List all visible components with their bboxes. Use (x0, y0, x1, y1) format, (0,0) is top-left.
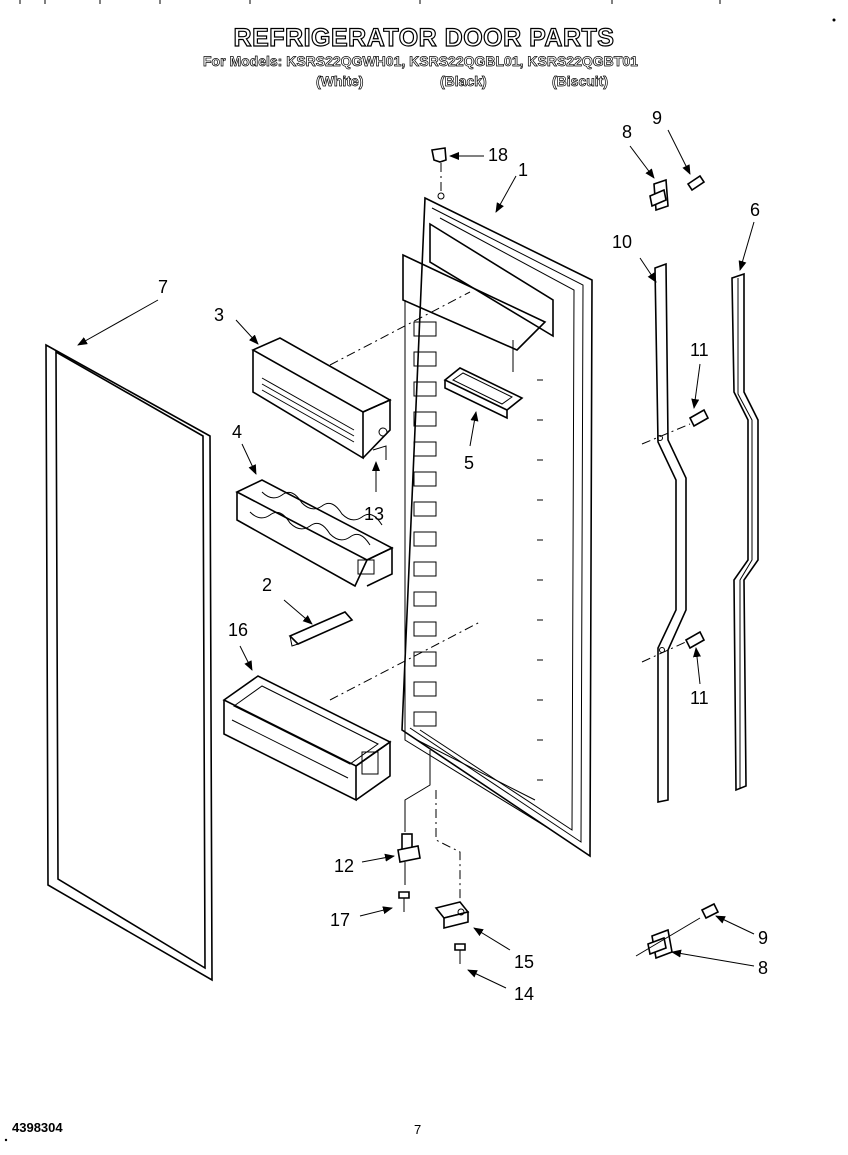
callout-leaders (77, 129, 755, 989)
dash-line-15 (435, 790, 461, 902)
part-18-screw (431, 147, 447, 200)
callout-labels: 1 2 3 4 5 6 7 8 8 9 9 10 11 11 12 13 14 … (158, 108, 768, 1004)
part-9-top-screw (686, 174, 706, 192)
corner-dot (832, 18, 836, 22)
callout-14: 14 (514, 984, 534, 1004)
part-15-block (434, 901, 470, 930)
color-white: (White) (316, 73, 364, 90)
part-3-dairy-compartment (251, 337, 392, 460)
models-line: For Models: KSRS22QGWH01, KSRS22QGBL01, … (203, 53, 639, 70)
part-4-egg-tray (235, 479, 394, 588)
callout-6: 6 (750, 200, 760, 220)
hinge-connector (635, 917, 701, 957)
part-5-tray (443, 367, 524, 420)
callout-13: 13 (364, 504, 384, 524)
callout-4: 4 (232, 422, 242, 442)
callout-11-lower: 11 (690, 688, 709, 708)
part-8-top-hinge (649, 178, 669, 212)
hinge-leader (404, 750, 431, 832)
part-17-screw (398, 891, 410, 912)
callout-8-top: 8 (622, 122, 632, 142)
part-9-bottom-screw (700, 902, 720, 920)
callout-5: 5 (464, 453, 474, 473)
document-number: 4398304 (12, 1120, 63, 1135)
callout-9-bottom: 9 (758, 928, 768, 948)
callout-1: 1 (518, 160, 528, 180)
part-1-door-liner (401, 196, 593, 858)
part-10-hinge-bar (641, 262, 691, 803)
top-edge-ticks (19, 0, 721, 4)
shelf-tabs (413, 321, 437, 727)
color-black: (Black) (440, 73, 487, 90)
callout-3: 3 (214, 305, 224, 325)
footer-dot (4, 1138, 8, 1142)
callout-2: 2 (262, 575, 272, 595)
part-11-screw-lower (684, 630, 706, 650)
callout-18: 18 (488, 145, 508, 165)
callout-7: 7 (158, 277, 168, 297)
diagram-title: REFRIGERATOR DOOR PARTS (233, 23, 615, 52)
dash-line-16 (329, 621, 481, 701)
callout-17: 17 (330, 910, 350, 930)
color-biscuit: (Biscuit) (552, 73, 609, 90)
page-number: 7 (414, 1122, 422, 1137)
part-6-trim-strip (731, 272, 759, 792)
part-11-screw-upper (688, 408, 710, 428)
part-8-bottom-hinge (647, 928, 673, 960)
callout-12: 12 (334, 856, 354, 876)
part-14-screw (454, 943, 466, 964)
part-7-gasket (45, 343, 213, 982)
callout-16: 16 (228, 620, 248, 640)
part-16-bottom-bin (222, 675, 392, 802)
callout-15: 15 (514, 952, 534, 972)
callout-9-top: 9 (652, 108, 662, 128)
callout-8-bottom: 8 (758, 958, 768, 978)
dash-line-3 (329, 291, 471, 366)
callout-10: 10 (612, 232, 632, 252)
callout-11-upper: 11 (690, 340, 709, 360)
part-12-hinge-pin (397, 833, 421, 885)
part-2-clip (288, 611, 354, 647)
